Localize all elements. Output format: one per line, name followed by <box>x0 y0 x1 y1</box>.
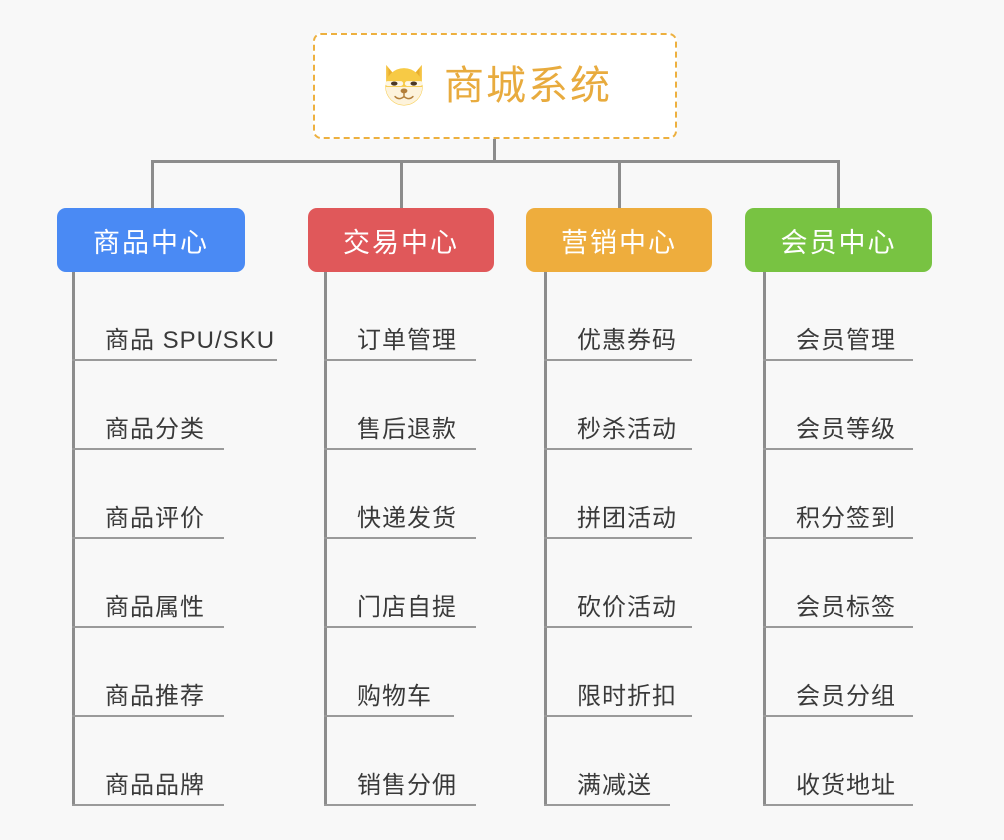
leaf-label: 秒杀活动 <box>577 416 677 444</box>
category-box-member-center[interactable]: 会员中心 <box>745 208 932 272</box>
leaf-item[interactable]: 门店自提 <box>324 539 476 628</box>
leaf-label: 会员等级 <box>796 416 896 444</box>
leaf-label: 会员标签 <box>796 594 896 622</box>
category-label-marketing-center: 营销中心 <box>561 227 677 258</box>
leaf-spine-product-center <box>72 272 75 806</box>
leaf-label: 商品推荐 <box>105 683 205 711</box>
leaf-item[interactable]: 优惠券码 <box>544 272 692 361</box>
category-label-member-center: 会员中心 <box>780 227 897 258</box>
leaf-label: 优惠券码 <box>577 327 677 355</box>
leaf-label: 门店自提 <box>357 594 457 622</box>
leaf-item[interactable]: 收货地址 <box>763 717 913 806</box>
leaf-item[interactable]: 拼团活动 <box>544 450 692 539</box>
leaf-label: 商品 SPU/SKU <box>105 327 276 355</box>
category-box-marketing-center[interactable]: 营销中心 <box>526 208 712 272</box>
leaf-item[interactable]: 商品评价 <box>72 450 224 539</box>
leaf-label: 限时折扣 <box>577 683 677 711</box>
leaf-label: 砍价活动 <box>577 594 677 622</box>
connector-drop-marketing-center <box>618 160 621 208</box>
leaf-label: 满减送 <box>577 772 652 800</box>
leaf-item[interactable]: 商品 SPU/SKU <box>72 272 277 361</box>
leaf-item[interactable]: 商品分类 <box>72 361 224 450</box>
leaf-item[interactable]: 限时折扣 <box>544 628 692 717</box>
connector-horizontal-bus <box>151 160 840 163</box>
leaf-item[interactable]: 销售分佣 <box>324 717 476 806</box>
leaf-item[interactable]: 满减送 <box>544 717 670 806</box>
leaf-spine-trade-center <box>324 272 327 806</box>
leaf-item[interactable]: 商品推荐 <box>72 628 224 717</box>
leaf-item[interactable]: 秒杀活动 <box>544 361 692 450</box>
leaf-spine-marketing-center <box>544 272 547 806</box>
leaf-label: 快递发货 <box>357 505 457 533</box>
leaf-label: 商品评价 <box>105 505 205 533</box>
leaf-label: 拼团活动 <box>577 505 677 533</box>
category-label-product-center: 商品中心 <box>93 227 209 258</box>
leaf-spine-member-center <box>763 272 766 806</box>
leaf-label: 会员管理 <box>796 327 896 355</box>
root-node[interactable]: 商城系统 <box>313 33 677 139</box>
leaf-item[interactable]: 砍价活动 <box>544 539 692 628</box>
leaf-label: 售后退款 <box>357 416 457 444</box>
leaf-label: 收货地址 <box>796 772 896 800</box>
leaf-item[interactable]: 会员等级 <box>763 361 913 450</box>
leaf-item[interactable]: 商品品牌 <box>72 717 224 806</box>
leaf-label: 订单管理 <box>357 327 457 355</box>
connector-drop-product-center <box>151 160 154 208</box>
connector-drop-member-center <box>837 160 840 208</box>
category-box-trade-center[interactable]: 交易中心 <box>308 208 494 272</box>
leaf-item[interactable]: 商品属性 <box>72 539 224 628</box>
leaf-item[interactable]: 积分签到 <box>763 450 913 539</box>
leaf-item[interactable]: 购物车 <box>324 628 454 717</box>
category-box-product-center[interactable]: 商品中心 <box>57 208 245 272</box>
leaf-item[interactable]: 订单管理 <box>324 272 476 361</box>
connector-root-stem <box>493 139 496 162</box>
leaf-item[interactable]: 售后退款 <box>324 361 476 450</box>
root-title: 商城系统 <box>444 64 612 108</box>
leaf-item[interactable]: 快递发货 <box>324 450 476 539</box>
leaf-label: 积分签到 <box>796 505 896 533</box>
connector-drop-trade-center <box>400 160 403 208</box>
leaf-item[interactable]: 会员管理 <box>763 272 913 361</box>
dog-face-icon <box>385 64 423 106</box>
leaf-label: 购物车 <box>357 683 432 711</box>
leaf-label: 商品分类 <box>105 416 205 444</box>
leaf-item[interactable]: 会员标签 <box>763 539 913 628</box>
category-label-trade-center: 交易中心 <box>343 227 459 258</box>
leaf-label: 商品品牌 <box>105 772 205 800</box>
leaf-label: 商品属性 <box>105 594 205 622</box>
leaf-label: 销售分佣 <box>357 772 457 800</box>
leaf-item[interactable]: 会员分组 <box>763 628 913 717</box>
leaf-label: 会员分组 <box>796 683 896 711</box>
